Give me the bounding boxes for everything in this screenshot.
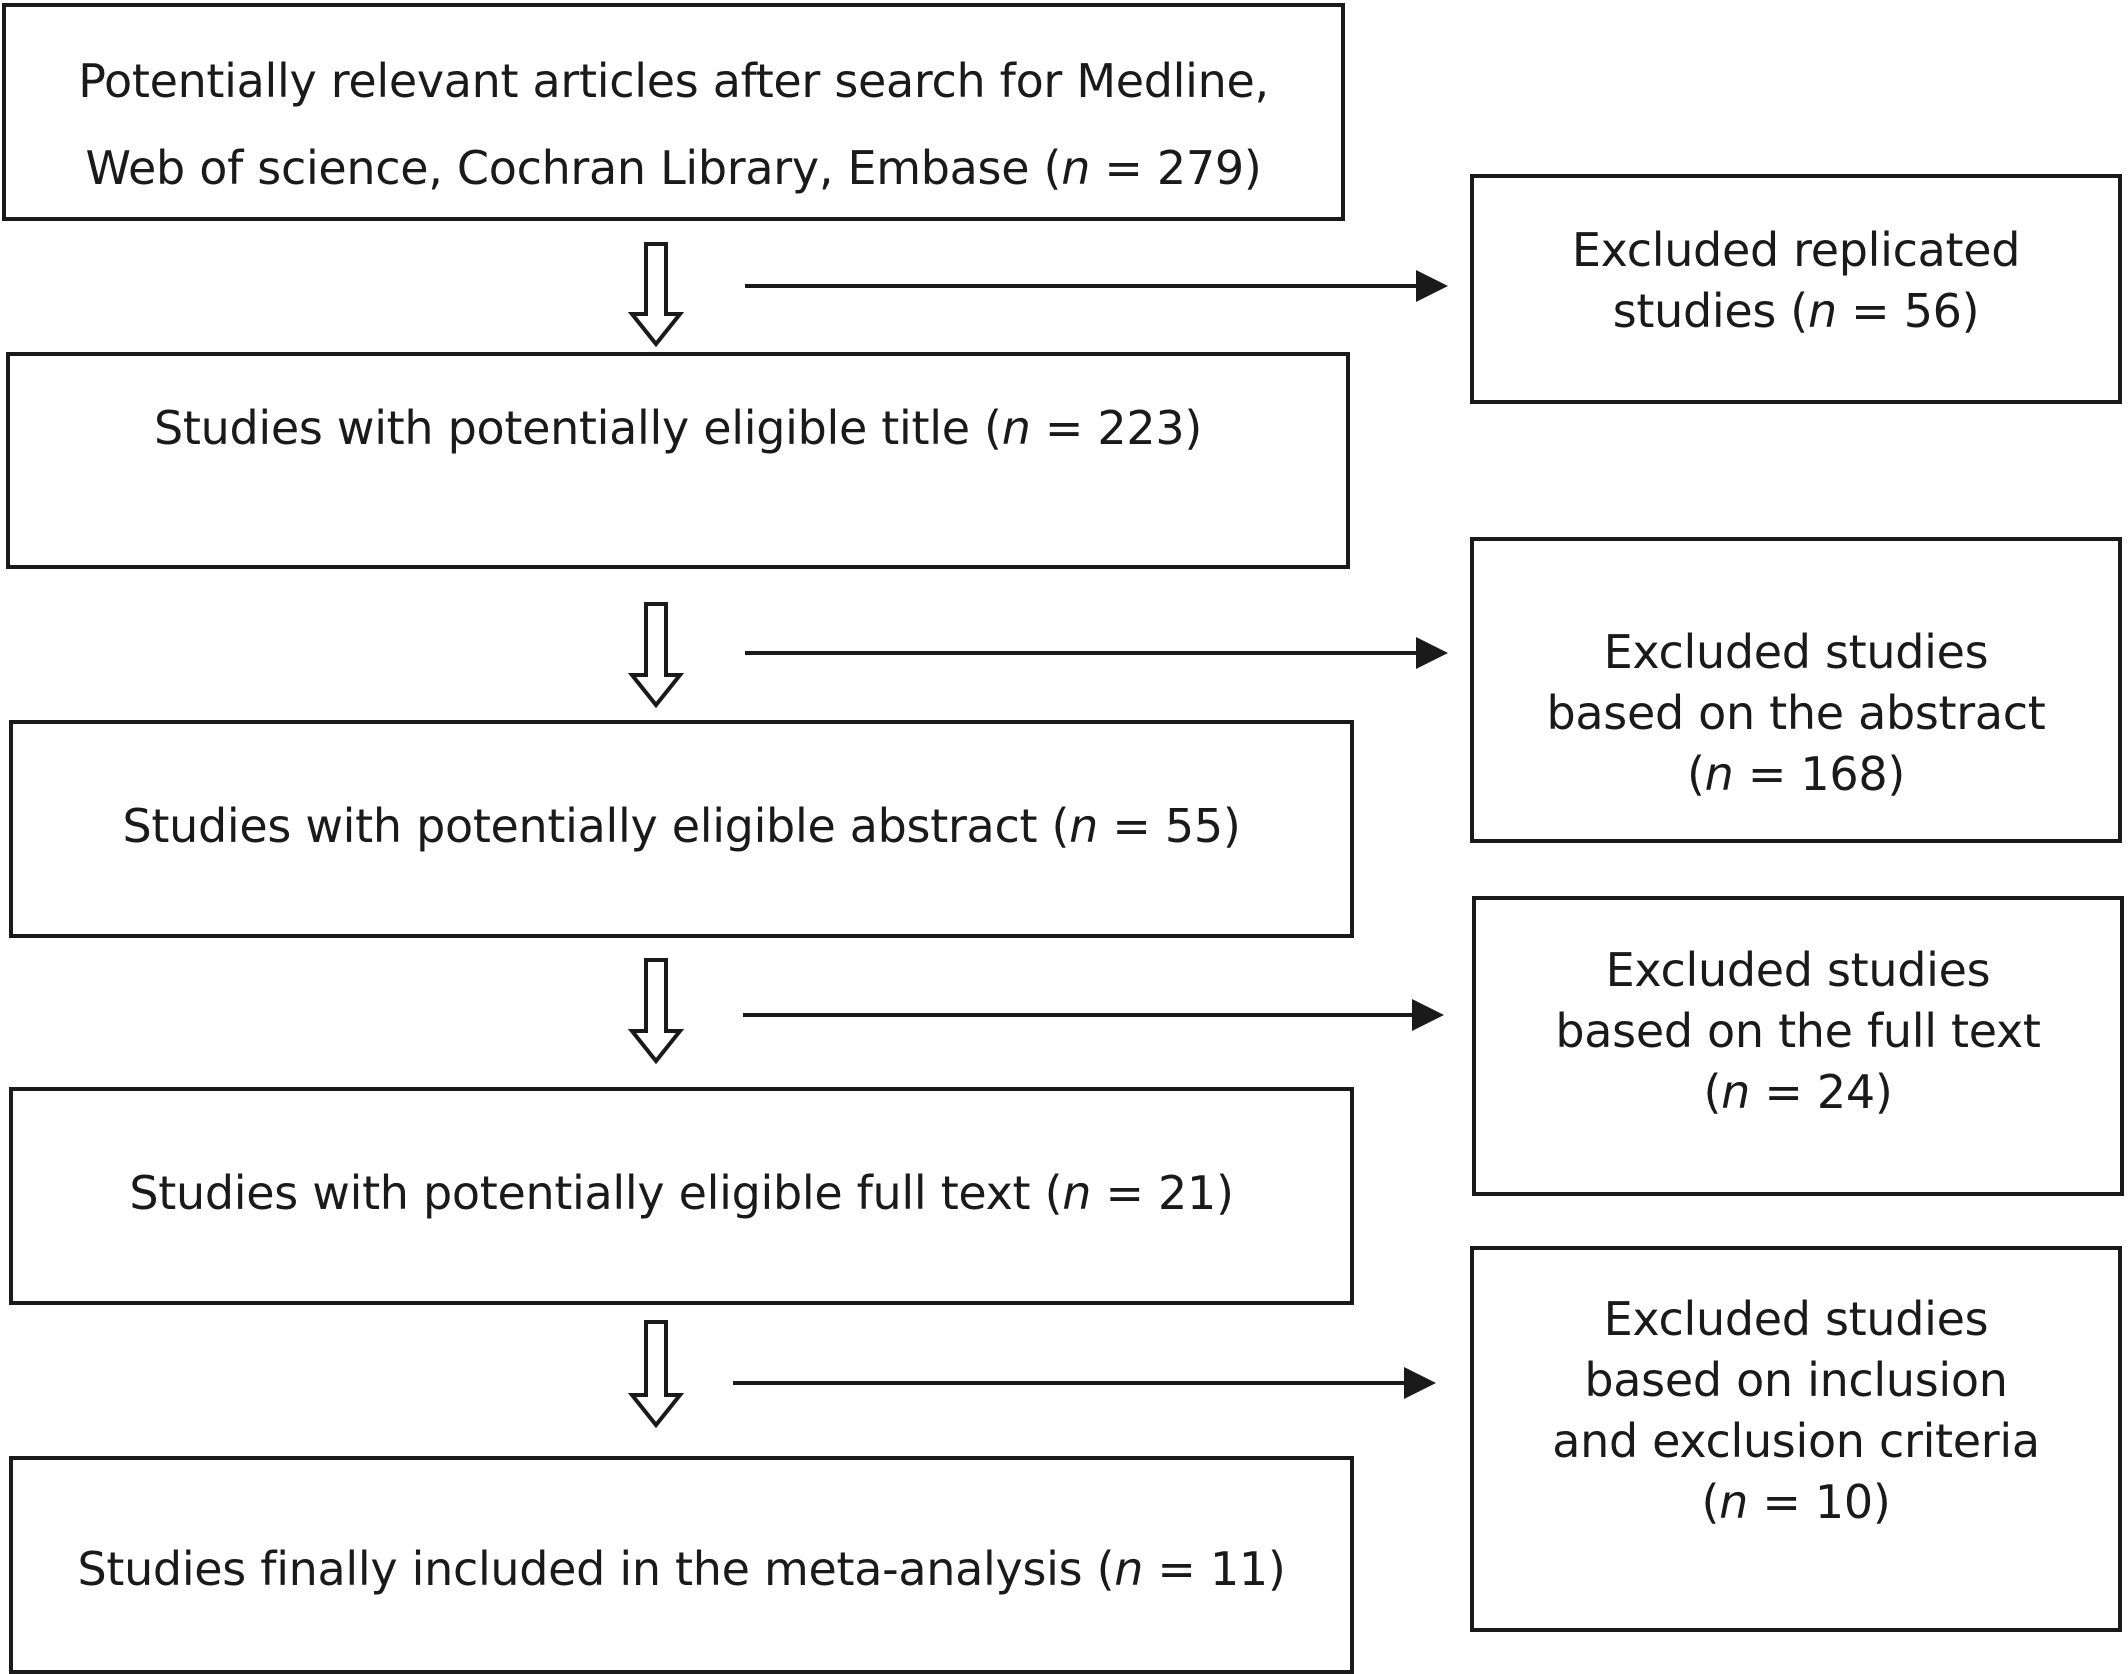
down-arrow-2 — [627, 602, 685, 709]
n-variable: n — [1114, 1542, 1144, 1596]
step-text-title-label: Studies with potentially eligible title … — [154, 401, 1002, 455]
exclusion-text-abstract-line2-label: based on the abstract — [1546, 686, 2046, 740]
exclusion-text-criteria-line2: based on inclusion — [1474, 1350, 2118, 1411]
down-arrow-4 — [627, 1320, 685, 1429]
exclusion-box-criteria: Excluded studies based on inclusion and … — [1470, 1246, 2122, 1632]
n-variable: n — [1719, 1475, 1749, 1529]
step-text-fulltext-count: = 21) — [1091, 1166, 1234, 1220]
step-text-title-count: = 223) — [1030, 401, 1202, 455]
n-variable: n — [1807, 284, 1837, 338]
exclusion-text-criteria-prefix: ( — [1701, 1475, 1720, 1529]
right-arrow-2 — [745, 637, 1448, 669]
right-arrow-4 — [733, 1367, 1436, 1399]
right-arrow-1 — [745, 270, 1448, 302]
step-text-abstract: Studies with potentially eligible abstra… — [13, 796, 1350, 857]
step-text-fulltext: Studies with potentially eligible full t… — [13, 1163, 1350, 1224]
n-variable: n — [1062, 1166, 1092, 1220]
exclusion-text-abstract-line1: Excluded studies — [1474, 622, 2118, 683]
exclusion-box-abstract: Excluded studies based on the abstract (… — [1470, 537, 2122, 843]
exclusion-text-criteria-line2-label: based on inclusion — [1584, 1353, 2008, 1407]
exclusion-text-criteria-line1: Excluded studies — [1474, 1289, 2118, 1350]
exclusion-text-replicated-prefix: studies ( — [1612, 284, 1809, 338]
step-text-included: Studies finally included in the meta-ana… — [13, 1539, 1350, 1600]
exclusion-text-replicated-line1: Excluded replicated — [1474, 220, 2118, 281]
step-box-included: Studies finally included in the meta-ana… — [9, 1456, 1354, 1674]
step-box-fulltext: Studies with potentially eligible full t… — [9, 1087, 1354, 1305]
right-arrow-3 — [743, 999, 1444, 1031]
exclusion-box-fulltext: Excluded studies based on the full text … — [1472, 896, 2124, 1196]
step-text-title: Studies with potentially eligible title … — [10, 398, 1346, 459]
exclusion-text-criteria-line1-label: Excluded studies — [1603, 1292, 1989, 1346]
step-text-included-label: Studies finally included in the meta-ana… — [77, 1542, 1115, 1596]
step-text-abstract-label: Studies with potentially eligible abstra… — [122, 799, 1070, 853]
n-variable: n — [1061, 141, 1091, 195]
step-text-search-line2: Web of science, Cochran Library, Embase … — [6, 138, 1341, 199]
n-variable: n — [1001, 401, 1031, 455]
step-text-included-count: = 11) — [1143, 1542, 1286, 1596]
step-box-search: Potentially relevant articles after sear… — [2, 3, 1345, 221]
n-variable: n — [1704, 747, 1734, 801]
exclusion-text-criteria-line4: (n = 10) — [1474, 1472, 2118, 1533]
exclusion-text-fulltext-line2-label: based on the full text — [1555, 1004, 2041, 1058]
step-box-title: Studies with potentially eligible title … — [6, 352, 1350, 569]
exclusion-text-abstract-prefix: ( — [1687, 747, 1705, 801]
exclusion-text-abstract-line3: (n = 168) — [1474, 744, 2118, 805]
step-text-fulltext-label: Studies with potentially eligible full t… — [129, 1166, 1063, 1220]
exclusion-text-fulltext-count: = 24) — [1750, 1065, 1893, 1119]
exclusion-text-fulltext-line2: based on the full text — [1476, 1001, 2120, 1062]
exclusion-text-criteria-line3-label: and exclusion criteria — [1552, 1414, 2040, 1468]
step-text-search-line2-label: Web of science, Cochran Library, Embase … — [85, 141, 1062, 195]
exclusion-text-abstract-line1-label: Excluded studies — [1603, 625, 1989, 679]
step-text-search-line1: Potentially relevant articles after sear… — [6, 51, 1341, 112]
exclusion-text-fulltext-line1: Excluded studies — [1476, 940, 2120, 1001]
exclusion-text-replicated-line1-label: Excluded replicated — [1571, 223, 2021, 277]
exclusion-text-replicated-count: = 56) — [1836, 284, 1980, 338]
n-variable: n — [1069, 799, 1099, 853]
n-variable: n — [1721, 1065, 1751, 1119]
exclusion-text-criteria-line3: and exclusion criteria — [1474, 1411, 2118, 1472]
exclusion-text-fulltext-line3: (n = 24) — [1476, 1062, 2120, 1123]
exclusion-text-fulltext-prefix: ( — [1703, 1065, 1722, 1119]
step-text-abstract-count: = 55) — [1098, 799, 1241, 853]
exclusion-text-criteria-count: = 10) — [1748, 1475, 1891, 1529]
exclusion-text-replicated-line2: studies (n = 56) — [1474, 281, 2118, 342]
exclusion-text-abstract-count: = 168) — [1733, 747, 1905, 801]
exclusion-box-replicated: Excluded replicated studies (n = 56) — [1470, 174, 2122, 404]
exclusion-text-fulltext-line1-label: Excluded studies — [1605, 943, 1991, 997]
down-arrow-3 — [627, 958, 685, 1065]
down-arrow-1 — [627, 242, 685, 348]
step-text-search-line1-label: Potentially relevant articles after sear… — [78, 54, 1269, 108]
step-text-search-count: = 279) — [1090, 141, 1262, 195]
step-box-abstract: Studies with potentially eligible abstra… — [9, 720, 1354, 938]
exclusion-text-abstract-line2: based on the abstract — [1474, 683, 2118, 744]
